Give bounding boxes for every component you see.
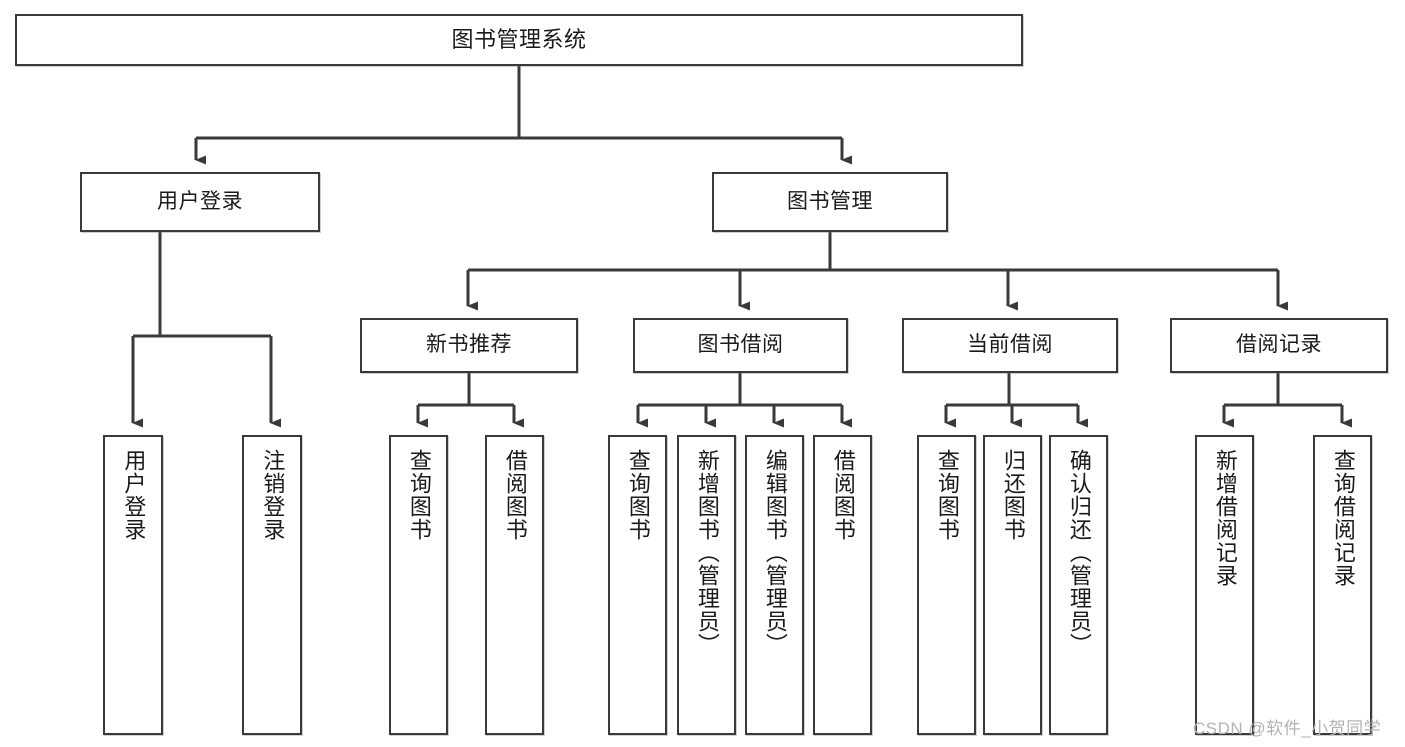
node-label: 借阅记录	[1236, 333, 1322, 357]
node-label: 查询图书	[625, 449, 651, 541]
node-label: 新增借阅记录	[1212, 449, 1238, 587]
node-label: 当前借阅	[967, 333, 1053, 357]
node-label: 图书借阅	[697, 333, 784, 357]
node-new-book-recommendation[interactable]: 新书推荐	[360, 318, 578, 373]
node-user-login[interactable]: 用户登录	[80, 172, 320, 232]
node-label: 新书推荐	[426, 333, 512, 357]
node-label: 注销登录	[260, 449, 286, 541]
node-label: 编辑图书（管理员）	[762, 449, 788, 656]
node-book-management[interactable]: 图书管理	[712, 172, 948, 232]
node-label: 新增图书（管理员）	[694, 449, 720, 656]
leaf-logout[interactable]: 注销登录	[242, 435, 302, 735]
node-label: 图书管理	[787, 189, 873, 213]
leaf-query-book-recommend[interactable]: 查询图书	[389, 435, 448, 735]
node-label: 图书管理系统	[451, 27, 587, 53]
node-label: 归还图书	[1000, 449, 1026, 541]
leaf-query-borrow-record[interactable]: 查询借阅记录	[1313, 435, 1372, 735]
leaf-user-login[interactable]: 用户登录	[103, 435, 163, 735]
node-label: 借阅图书	[502, 449, 528, 541]
leaf-add-borrow-record[interactable]: 新增借阅记录	[1195, 435, 1254, 735]
node-label: 用户登录	[121, 449, 147, 541]
leaf-add-book-admin[interactable]: 新增图书（管理员）	[677, 435, 736, 735]
leaf-query-book-borrow[interactable]: 查询图书	[608, 435, 667, 735]
node-label: 查询借阅记录	[1330, 449, 1356, 587]
node-label: 查询图书	[406, 449, 432, 541]
watermark-text: CSDN @软件_小贺同学	[1193, 719, 1382, 738]
leaf-query-book-current[interactable]: 查询图书	[917, 435, 976, 735]
leaf-borrow-book-recommend[interactable]: 借阅图书	[485, 435, 544, 735]
node-root-book-management-system[interactable]: 图书管理系统	[15, 14, 1023, 66]
leaf-confirm-return-admin[interactable]: 确认归还（管理员）	[1049, 435, 1108, 735]
leaf-borrow-book[interactable]: 借阅图书	[813, 435, 872, 735]
node-current-borrowing[interactable]: 当前借阅	[902, 318, 1118, 373]
node-label: 确认归还（管理员）	[1066, 449, 1092, 656]
node-label: 查询图书	[934, 449, 960, 541]
leaf-edit-book-admin[interactable]: 编辑图书（管理员）	[745, 435, 804, 735]
leaf-return-book[interactable]: 归还图书	[983, 435, 1042, 735]
node-label: 借阅图书	[830, 449, 856, 541]
node-book-borrowing[interactable]: 图书借阅	[633, 318, 848, 373]
node-borrowing-records[interactable]: 借阅记录	[1170, 318, 1388, 373]
node-label: 用户登录	[157, 189, 243, 213]
